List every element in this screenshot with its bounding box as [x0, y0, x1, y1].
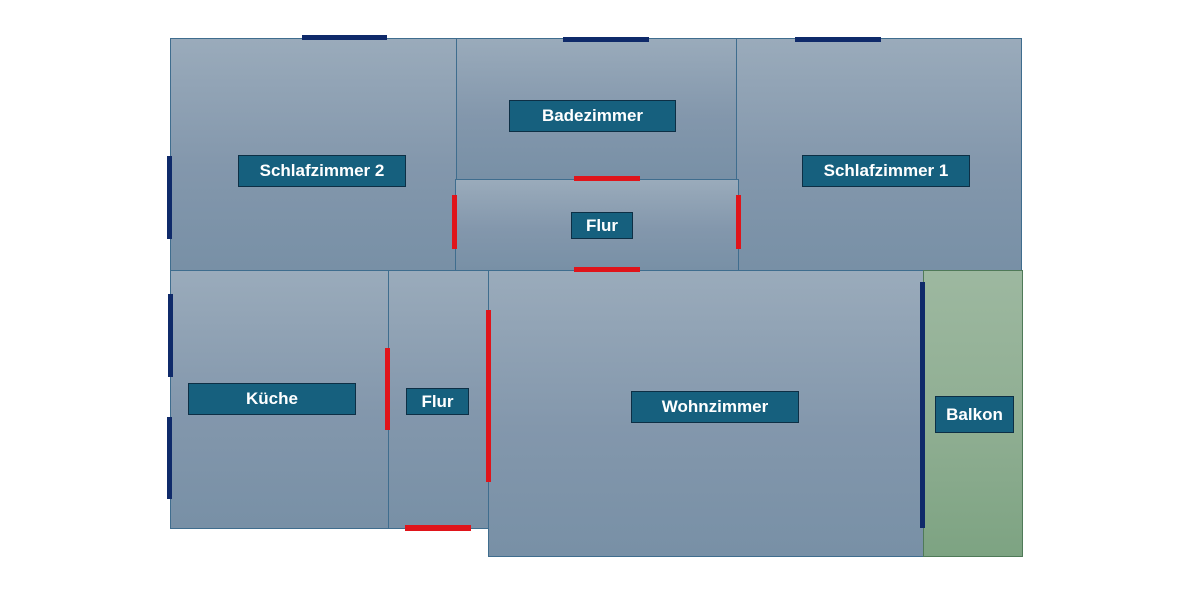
label-balkon: Balkon — [935, 396, 1014, 433]
door-wohnzimmer — [486, 310, 491, 482]
window-schlafzimmer-2-left — [167, 156, 172, 239]
window-wohnzimmer-balkon — [920, 282, 925, 528]
door-flur-connection — [574, 267, 640, 272]
door-entrance — [405, 525, 471, 531]
door-kueche — [385, 348, 390, 430]
label-schlafzimmer-1: Schlafzimmer 1 — [802, 155, 970, 187]
window-schlafzimmer-2-top — [302, 35, 387, 40]
door-badezimmer — [574, 176, 640, 181]
door-schlafzimmer-1 — [736, 195, 741, 249]
window-schlafzimmer-1-top — [795, 37, 881, 42]
label-wohnzimmer: Wohnzimmer — [631, 391, 799, 423]
window-kueche-left-lower — [167, 417, 172, 499]
label-kueche: Küche — [188, 383, 356, 415]
room-schlafzimmer-2 — [170, 38, 457, 271]
window-kueche-left-upper — [168, 294, 173, 377]
label-flur-lower: Flur — [406, 388, 469, 415]
label-badezimmer: Badezimmer — [509, 100, 676, 132]
label-flur-upper: Flur — [571, 212, 633, 239]
label-schlafzimmer-2: Schlafzimmer 2 — [238, 155, 406, 187]
door-schlafzimmer-2 — [452, 195, 457, 249]
window-badezimmer-top — [563, 37, 649, 42]
